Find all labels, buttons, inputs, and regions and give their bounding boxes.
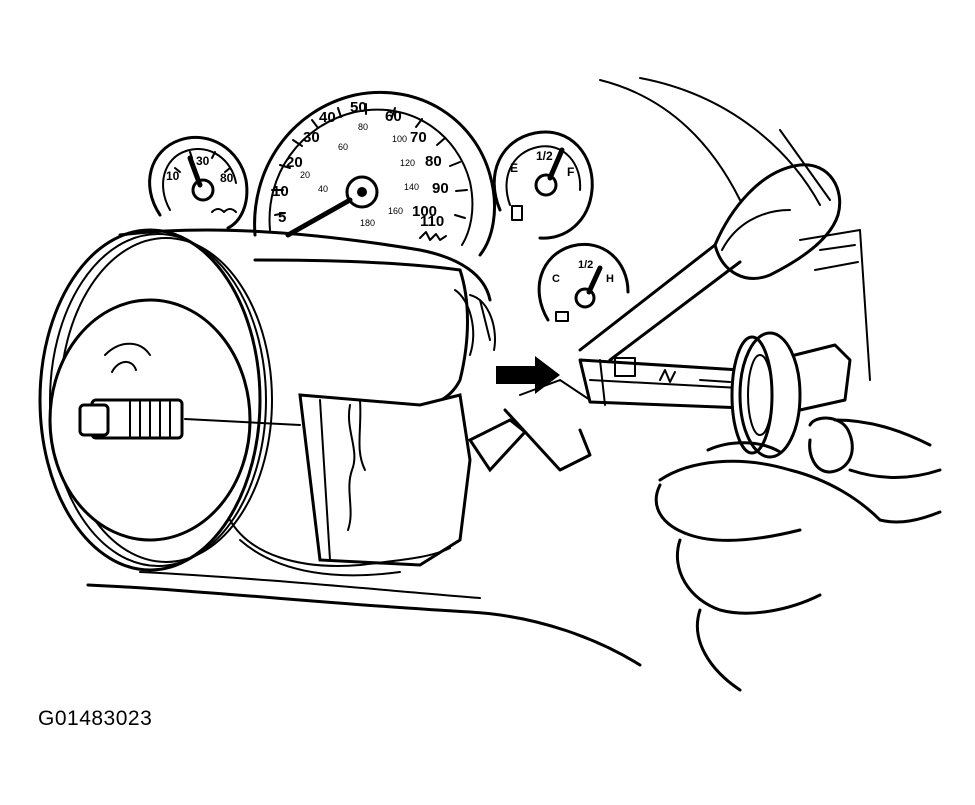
svg-text:60: 60	[338, 142, 348, 152]
svg-text:40: 40	[318, 184, 328, 194]
speedo-label-30: 30	[303, 129, 320, 146]
speedo-label-70: 70	[410, 129, 427, 146]
temp-gauge-icon: C 1/2 H	[537, 243, 630, 322]
ignition-cylinder-icon	[578, 331, 852, 459]
speedo-label-20: 20	[286, 154, 303, 171]
fuel-gauge-icon: E 1/2 F	[492, 130, 594, 240]
svg-text:120: 120	[400, 158, 415, 168]
hand-icon	[578, 163, 942, 692]
svg-text:80: 80	[358, 122, 368, 132]
direction-arrow-icon	[496, 356, 560, 394]
dashboard-trim	[86, 77, 871, 667]
svg-text:F: F	[567, 165, 574, 179]
steering-column-icon	[38, 228, 592, 577]
svg-text:10: 10	[166, 169, 180, 183]
speedometer-icon: 5 10 20 30 40 50 60 70 80 90 100 110 20 …	[253, 90, 497, 257]
svg-text:C: C	[552, 273, 560, 285]
speedo-label-60: 60	[385, 108, 402, 125]
svg-text:1/2: 1/2	[578, 259, 593, 271]
speedo-label-50: 50	[350, 99, 367, 116]
tachometer-icon: 10 30 80	[148, 135, 249, 230]
speedo-label-10: 10	[272, 183, 289, 200]
speedo-label-5: 5	[278, 209, 286, 226]
speedo-label-90: 90	[432, 180, 449, 197]
svg-text:140: 140	[404, 182, 419, 192]
svg-text:80: 80	[220, 171, 234, 185]
speedo-label-100: 100	[412, 203, 437, 220]
speedo-label-40: 40	[319, 109, 336, 126]
svg-text:20: 20	[300, 170, 310, 180]
svg-text:30: 30	[196, 154, 210, 168]
speedo-label-110: 110	[420, 213, 444, 230]
svg-text:160: 160	[388, 206, 403, 216]
svg-text:180: 180	[360, 218, 375, 228]
svg-text:1/2: 1/2	[536, 149, 553, 163]
svg-text:100: 100	[392, 134, 407, 144]
figure-id-label: G01483023	[38, 707, 153, 730]
speedo-label-80: 80	[425, 153, 442, 170]
svg-text:H: H	[606, 273, 614, 285]
svg-text:E: E	[510, 161, 518, 175]
